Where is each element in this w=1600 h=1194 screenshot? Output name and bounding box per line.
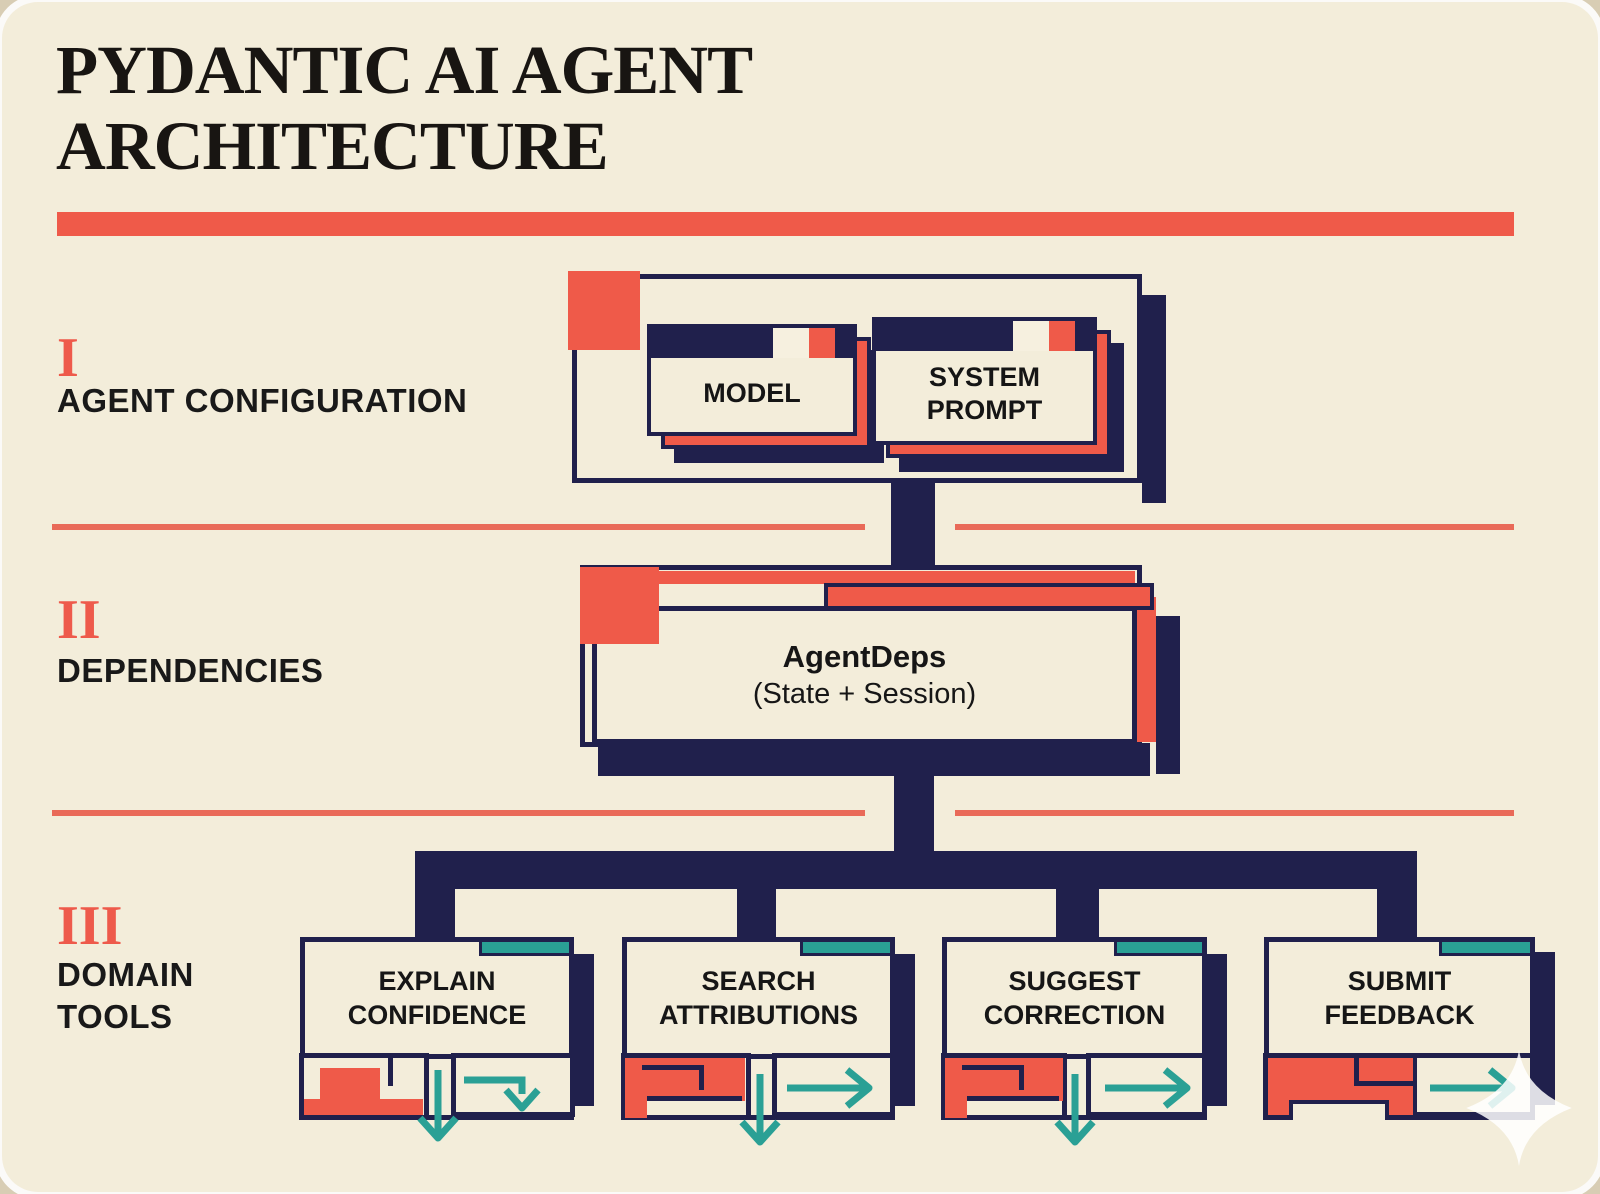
agent-config-shadow <box>1142 295 1166 503</box>
tool4-teal-accent <box>1439 939 1533 956</box>
divider-1-left <box>52 524 865 530</box>
system-prompt-label: SYSTEM PROMPT <box>926 362 1043 425</box>
section-3-label: DOMAIN TOOLS <box>57 954 194 1038</box>
page-title-line1: PYDANTIC AI AGENT <box>56 32 753 108</box>
tool1-art-block-wide <box>304 1099 423 1115</box>
agentdeps-shadow-bottom <box>598 743 1150 776</box>
window-control-icon <box>1013 321 1049 351</box>
section-2-numeral: II <box>57 589 101 651</box>
model-window-titlebar <box>651 328 853 358</box>
agentdeps-subtitle: (State + Session) <box>752 678 977 710</box>
agentdeps-corner-accent <box>580 567 659 644</box>
model-window-label: MODEL <box>703 377 801 408</box>
system-prompt-window: SYSTEM PROMPT <box>872 317 1097 445</box>
section-1-numeral: I <box>57 327 79 389</box>
arrow-right-icon <box>1105 1067 1191 1109</box>
section-3-label-line1: DOMAIN <box>57 956 194 993</box>
connector-config-to-deps <box>891 478 935 570</box>
tool1-art-tick <box>388 1058 393 1086</box>
tool3-art-line-base <box>967 1096 1059 1101</box>
tool3-label: SUGGEST CORRECTION <box>947 942 1202 1059</box>
system-prompt-titlebar <box>876 321 1093 351</box>
window-control-icon <box>809 328 835 358</box>
tool4-label: SUBMIT FEEDBACK <box>1269 942 1530 1059</box>
arrow-right-icon <box>787 1067 873 1109</box>
agentdeps-accent-band-top <box>587 571 1135 584</box>
tool4-art-notch <box>1289 1100 1389 1120</box>
agent-config-corner-accent <box>568 271 640 350</box>
connector-drop-tool1 <box>415 886 455 939</box>
tool1-teal-accent <box>479 939 572 956</box>
section-3-numeral: III <box>57 895 123 957</box>
tool3-art-foot <box>945 1058 967 1118</box>
tool2-art-line-h <box>642 1065 704 1070</box>
page-title: PYDANTIC AI AGENT ARCHITECTURE <box>56 32 1056 184</box>
window-control-icon <box>1049 321 1075 351</box>
tool2-art-line-base <box>647 1096 742 1101</box>
connector-drop-tool3 <box>1056 886 1099 939</box>
sparkle-watermark-icon <box>1466 1050 1572 1166</box>
tool4-shadow <box>1535 952 1555 1105</box>
tool1-label: EXPLAIN CONFIDENCE <box>305 942 569 1059</box>
agentdeps-accent-strip-right <box>1136 597 1156 742</box>
tool3-shadow <box>1207 954 1227 1106</box>
tool3-teal-accent <box>1114 939 1205 956</box>
connector-drop-tool2 <box>737 886 776 939</box>
tool1-shadow <box>574 954 594 1106</box>
section-1-label: AGENT CONFIGURATION <box>57 382 468 419</box>
window-control-icon <box>773 328 809 358</box>
section-3-label-line2: TOOLS <box>57 998 173 1035</box>
agentdeps-title: AgentDeps <box>782 639 947 674</box>
arrow-down-icon <box>739 1074 781 1146</box>
tool1-art-block-small <box>320 1068 380 1101</box>
arrow-elbow-down-icon <box>464 1076 541 1112</box>
tool4-art-line-v <box>1354 1058 1359 1086</box>
connector-deps-to-bus <box>894 774 934 854</box>
title-divider-bar <box>57 212 1514 236</box>
agentdeps-shadow-right <box>1156 616 1180 774</box>
tool2-art-foot <box>625 1058 647 1118</box>
page-title-line2: ARCHITECTURE <box>56 108 609 184</box>
arrow-down-icon <box>417 1070 459 1142</box>
agentdeps-box: AgentDeps (State + Session) <box>592 606 1137 744</box>
tool4-art-line-h <box>1354 1081 1413 1086</box>
divider-1-right <box>955 524 1514 530</box>
tool2-teal-accent <box>800 939 893 956</box>
section-2-label: DEPENDENCIES <box>57 652 324 689</box>
tool2-shadow <box>895 954 915 1106</box>
arrow-down-icon <box>1054 1074 1096 1146</box>
divider-2-left <box>52 810 865 816</box>
tool2-label: SEARCH ATTRIBUTIONS <box>627 942 890 1059</box>
connector-bus-bar <box>415 851 1417 889</box>
tool3-art-line-v <box>1019 1065 1024 1090</box>
tool3-art-line-h <box>962 1065 1024 1070</box>
model-window: MODEL <box>647 324 857 436</box>
connector-drop-tool4 <box>1377 886 1417 939</box>
tool2-art-line-v <box>699 1065 704 1090</box>
divider-2-right <box>955 810 1514 816</box>
tool1-right-cell <box>451 1053 575 1117</box>
